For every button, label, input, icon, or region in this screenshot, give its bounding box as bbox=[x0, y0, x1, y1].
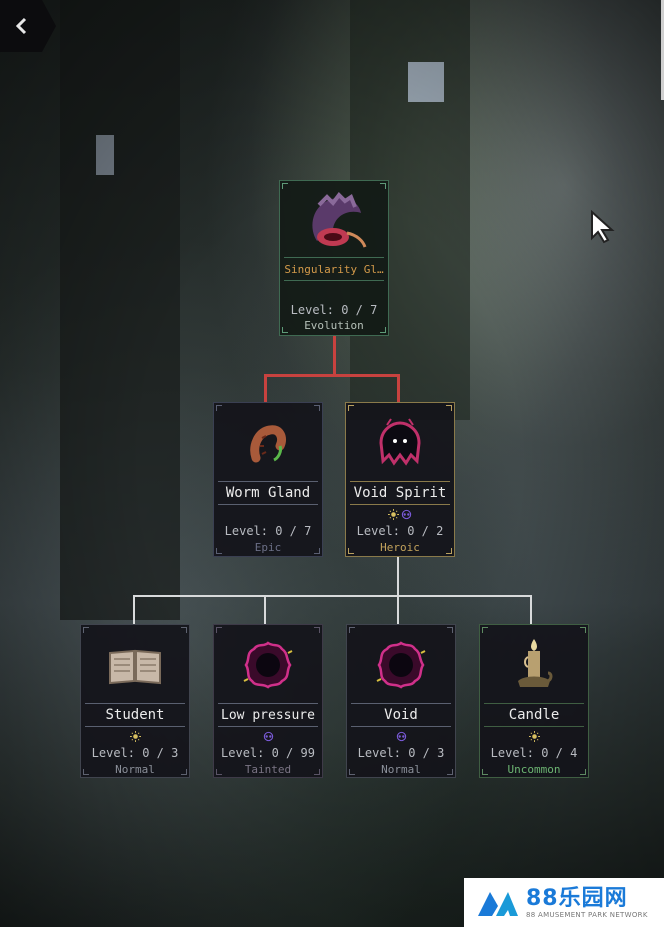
card-name: Void bbox=[351, 703, 451, 727]
card-tags bbox=[480, 729, 588, 743]
evolution-level: Level: 0 / 7 bbox=[290, 303, 378, 317]
tree-trunk-left bbox=[60, 0, 180, 620]
evolution-rarity: Evolution bbox=[304, 319, 364, 332]
card-name: Candle bbox=[484, 703, 584, 727]
card-void-spirit[interactable]: Void Spirit Level: 0 / 2 Heroic bbox=[345, 402, 455, 557]
void-orb-icon bbox=[243, 641, 293, 689]
connector-evolution-right bbox=[397, 374, 400, 402]
card-level: Level: 0 / 4 bbox=[490, 746, 578, 760]
card-level: Level: 0 / 3 bbox=[91, 746, 179, 760]
watermark-text: 88乐园网 bbox=[526, 885, 628, 911]
card-worm-gland[interactable]: Worm Gland Level: 0 / 7 Epic bbox=[213, 402, 323, 557]
card-rarity: Normal bbox=[381, 763, 421, 776]
candle-icon bbox=[518, 639, 553, 687]
mouse-cursor-icon bbox=[591, 210, 615, 244]
card-tags bbox=[214, 729, 322, 743]
void-orb-icon bbox=[376, 641, 426, 689]
card-level: Level: 0 / 2 bbox=[356, 524, 444, 538]
chevron-left-icon bbox=[15, 17, 27, 35]
sky-gap-small bbox=[96, 135, 114, 175]
sun-icon bbox=[129, 730, 141, 742]
card-rarity: Normal bbox=[115, 763, 155, 776]
evolution-name: Singularity Gl… bbox=[284, 257, 384, 281]
sun-icon bbox=[388, 508, 399, 520]
connector-base-2 bbox=[264, 595, 266, 625]
card-void[interactable]: Void Level: 0 / 3 Normal bbox=[346, 624, 456, 778]
singularity-gland-icon bbox=[312, 191, 367, 248]
book-icon bbox=[109, 649, 161, 685]
card-low-pressure[interactable]: Low pressure Level: 0 / 99 Tainted bbox=[213, 624, 323, 778]
card-name: Void Spirit bbox=[350, 481, 450, 505]
connector-base-4 bbox=[530, 595, 532, 625]
card-name: Low pressure bbox=[218, 703, 318, 727]
card-rarity: Uncommon bbox=[507, 763, 561, 776]
card-candle[interactable]: Candle Level: 0 / 4 Uncommon bbox=[479, 624, 589, 778]
card-level: Level: 0 / 7 bbox=[224, 524, 312, 538]
sky-gap bbox=[408, 62, 444, 102]
evolution-card[interactable]: Singularity Gl… Level: 0 / 7 Evolution bbox=[279, 180, 389, 336]
connector-base-bar bbox=[133, 595, 532, 597]
void-sigil-icon bbox=[396, 731, 406, 741]
connector-base-stem bbox=[397, 556, 399, 596]
connector-base-3 bbox=[397, 595, 399, 625]
watermark-logo-icon bbox=[478, 891, 518, 916]
card-tags bbox=[81, 729, 189, 743]
card-rarity: Epic bbox=[254, 541, 282, 554]
card-student[interactable]: Student Level: 0 / 3 Normal bbox=[80, 624, 190, 778]
scrollbar-thumb[interactable] bbox=[661, 0, 664, 100]
card-tags bbox=[347, 729, 455, 743]
worm-gland-icon bbox=[250, 425, 287, 463]
watermark-subtext: 88 AMUSEMENT PARK NETWORK bbox=[526, 910, 648, 919]
card-tags bbox=[346, 507, 454, 521]
void-spirit-icon bbox=[379, 418, 421, 466]
card-level: Level: 0 / 99 bbox=[221, 746, 315, 760]
void-sigil-icon bbox=[263, 731, 273, 741]
void-sigil-icon bbox=[401, 509, 412, 519]
card-level: Level: 0 / 3 bbox=[357, 746, 445, 760]
card-rarity: Tainted bbox=[244, 763, 292, 776]
sun-icon bbox=[528, 730, 540, 742]
card-name: Worm Gland bbox=[218, 481, 318, 505]
connector-evolution-bar bbox=[264, 374, 400, 377]
connector-base-1 bbox=[133, 595, 135, 625]
connector-evolution-left bbox=[264, 374, 267, 402]
connector-evolution-stem bbox=[333, 336, 336, 376]
card-rarity: Heroic bbox=[380, 541, 420, 554]
watermark: 88乐园网 88 AMUSEMENT PARK NETWORK bbox=[464, 878, 664, 927]
card-name: Student bbox=[85, 703, 185, 727]
